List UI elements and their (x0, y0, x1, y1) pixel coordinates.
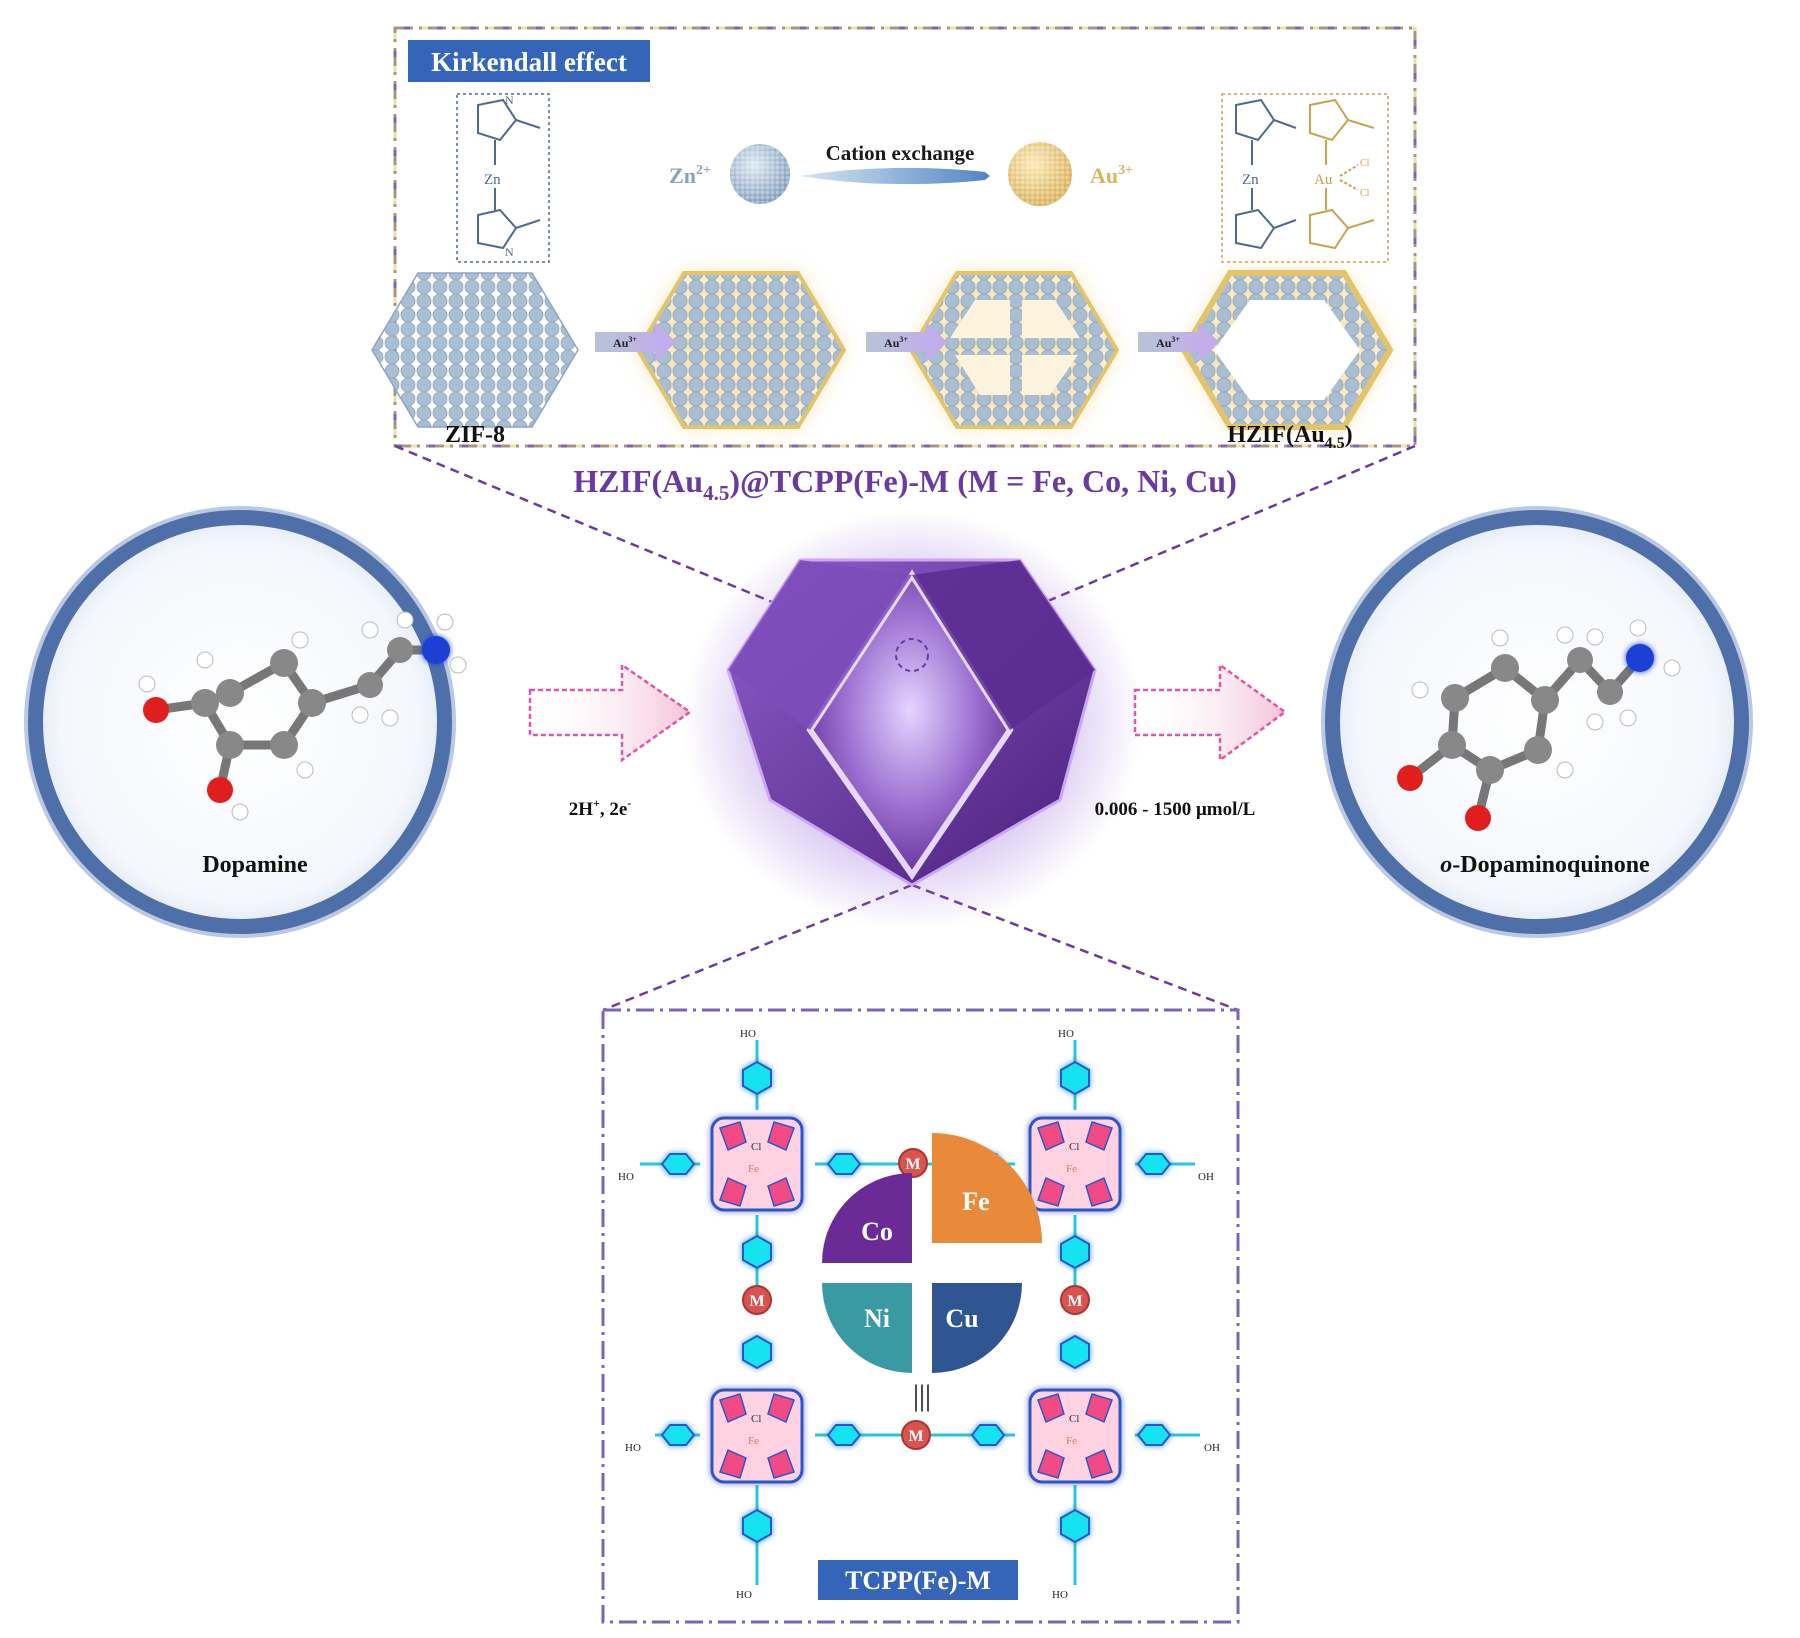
zif8-hexagon (371, 272, 579, 428)
zn-atom-label: Zn (1242, 172, 1259, 188)
au-atom-label: Au (1314, 172, 1333, 188)
porphyrin-core: Cl Fe (710, 1388, 804, 1484)
ho-label: HO (740, 1028, 756, 1040)
dopaminoquinone-molecule (1397, 619, 1681, 831)
tcpp-banner (818, 1560, 1018, 1600)
hzif-label: HZIF(Au4.5) (1227, 422, 1352, 452)
ho-label: HO (625, 1442, 641, 1454)
kirkendall-banner-text: Kirkendall effect (431, 47, 627, 77)
ho-label: HO (618, 1171, 634, 1183)
step-arrow-1: Au3+ (595, 322, 676, 362)
tcpp-banner-text: TCPP(Fe)-M (845, 1566, 991, 1595)
top-panel: Kirkendall effect N N Zn (371, 26, 1417, 452)
metal-quadrants: Co Fe Ni Cu (822, 1133, 1042, 1373)
phenyl-rings (660, 1060, 1172, 1544)
left-arrow-label: 2H+, 2e- (569, 796, 632, 820)
fe-label: Fe (1066, 1435, 1077, 1447)
au-ligand-structure: Zn Au Cl Cl (1221, 93, 1389, 263)
dopamine-label: Dopamine (202, 852, 308, 878)
fe-label: Fe (1066, 1163, 1077, 1175)
svg-text:Au3+: Au3+ (1156, 335, 1180, 350)
dopamine-molecule (138, 611, 467, 821)
svg-text:Au3+: Au3+ (884, 335, 908, 350)
oh-label: OH (1204, 1442, 1220, 1454)
cl-label: Cl (1069, 1141, 1079, 1153)
terminal-groups: HO HO HO OH HO OH HO HO (618, 1028, 1220, 1601)
quadrant-co-label: Co (861, 1217, 893, 1246)
hzif-tcpp-particle (682, 510, 1142, 930)
quadrant-cu-label: Cu (945, 1304, 978, 1333)
quadrant-cu (932, 1283, 1022, 1373)
n-atom-label: N (505, 93, 514, 107)
kirkendall-banner (408, 40, 650, 82)
quadrant-fe (932, 1133, 1042, 1243)
porphyrin-core: Cl Fe (1028, 1116, 1122, 1212)
zn-atom-label: Zn (484, 172, 501, 188)
quadrant-ni (822, 1283, 912, 1373)
step-arrow-3: Au3+ (1138, 322, 1219, 362)
svg-text:M: M (905, 1156, 920, 1173)
ho-label: HO (1058, 1028, 1074, 1040)
cl-atom-label: Cl (1360, 188, 1370, 199)
ho-label: HO (1052, 1589, 1068, 1601)
step-arrow-2: Au3+ (866, 322, 947, 362)
metal-node: M (742, 1285, 772, 1315)
au-ion-label: Au3+ (1090, 163, 1133, 188)
hzif-hexagon (1180, 270, 1394, 430)
n-atom-label: N (505, 245, 514, 259)
quadrant-co (822, 1173, 912, 1263)
fe-label: Fe (748, 1435, 759, 1447)
porphyrin-core: Cl Fe (1028, 1388, 1122, 1484)
metal-node: M (901, 1420, 931, 1450)
svg-text:Au3+: Au3+ (613, 335, 637, 350)
au-sphere-texture (1008, 142, 1072, 206)
dopamine-circle: Dopamine (24, 506, 467, 938)
left-reaction-arrow: 2H+, 2e- (528, 662, 693, 820)
cl-atom-label: Cl (1360, 158, 1370, 169)
porphyrin-core: Cl Fe (710, 1116, 804, 1212)
dopaminoquinone-circle: o-Dopaminoquinone (1321, 506, 1753, 938)
zif8-label: ZIF-8 (445, 422, 505, 448)
ho-label: HO (736, 1589, 752, 1601)
concentration-range-label: 0.006 - 1500 μmol/L (1095, 799, 1256, 820)
gold-shell-hexagon (635, 271, 847, 429)
svg-text:M: M (749, 1293, 764, 1310)
equivalence-symbol: ||| (913, 1379, 931, 1412)
quadrant-ni-label: Ni (864, 1304, 890, 1333)
svg-text:M: M (1067, 1293, 1082, 1310)
right-reaction-arrow: 0.006 - 1500 μmol/L (1095, 662, 1288, 820)
cl-label: Cl (751, 1141, 761, 1153)
metal-node: M (1060, 1285, 1090, 1315)
metal-node: M (898, 1148, 928, 1178)
cl-label: Cl (1069, 1413, 1079, 1425)
svg-text:M: M (908, 1428, 923, 1445)
quadrant-fe-label: Fe (962, 1187, 989, 1216)
oh-label: OH (1198, 1171, 1214, 1183)
cation-exchange-label: Cation exchange (826, 141, 975, 165)
bottom-panel: Cl Fe Cl Fe Cl Fe (601, 1008, 1240, 1624)
hollowing-hexagon (908, 271, 1120, 429)
zn-ion-label: Zn2+ (669, 163, 711, 188)
zn-sphere-texture (730, 144, 790, 204)
main-title: HZIF(Au4.5)@TCPP(Fe)-M (M = Fe, Co, Ni, … (573, 463, 1236, 505)
dopaminoquinone-label: o-Dopaminoquinone (1440, 852, 1650, 878)
cl-label: Cl (751, 1413, 761, 1425)
zn-ligand-structure: N N Zn (456, 93, 550, 263)
fe-label: Fe (748, 1163, 759, 1175)
cation-exchange-arrow (800, 167, 990, 185)
